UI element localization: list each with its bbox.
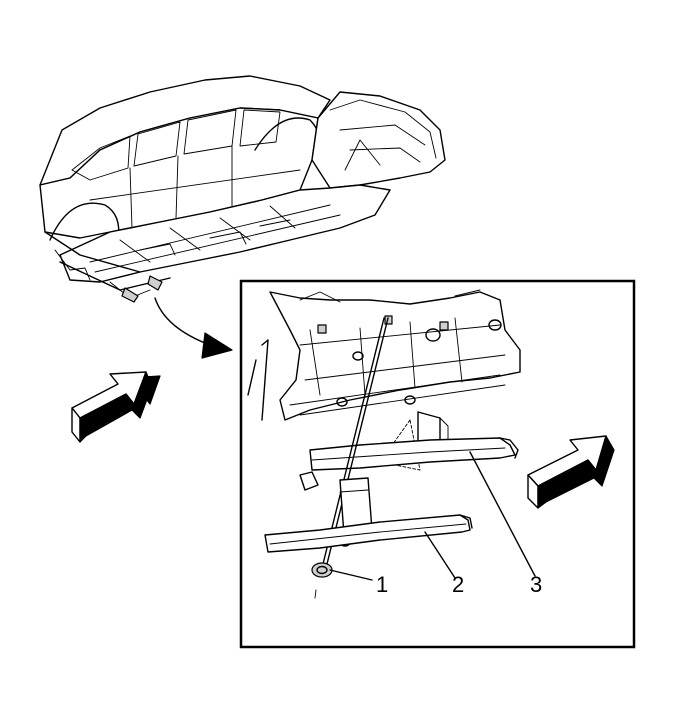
direction-arrow-left	[71, 371, 161, 443]
detail-inset-content	[247, 289, 521, 599]
curved-pointer-arrow	[154, 297, 233, 359]
direction-arrow-right	[527, 435, 615, 509]
callout-1-nut: 1	[376, 572, 388, 597]
vehicle-underbody	[39, 75, 446, 303]
callout-2-rear-crossmember: 2	[452, 572, 464, 597]
callout-3-front-crossmember: 3	[530, 572, 542, 597]
callout-leaders	[329, 451, 536, 581]
